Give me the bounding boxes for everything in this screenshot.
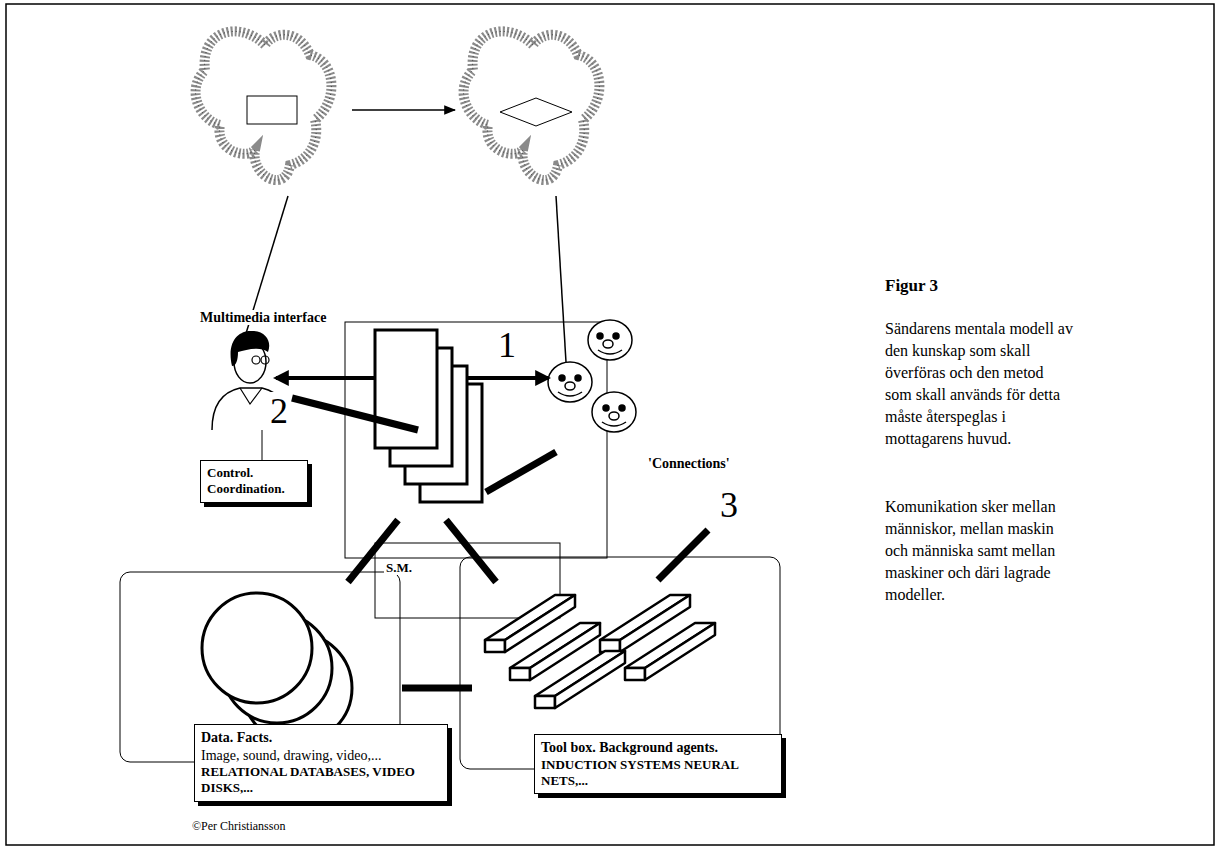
sender-brain [196, 31, 332, 180]
figure-title: Figur 3 [885, 276, 938, 296]
box-text: INDUCTION SYSTEMS NEURAL NETS,... [541, 757, 775, 790]
callout-number: 2 [268, 392, 290, 432]
control-box: Control. Coordination. [200, 460, 308, 503]
box-text: Tool box. Background agents. [541, 739, 775, 757]
interface-label: Multimedia interface [198, 310, 328, 325]
box-text: Image, sound, drawing, video,... [201, 747, 441, 765]
callout-number: 1 [496, 326, 518, 366]
thick-links [292, 398, 708, 688]
callout-number: 3 [718, 486, 740, 526]
box-text: Control. Coordination. [207, 465, 301, 498]
sm-label: S.M. [384, 561, 414, 575]
document-stack [375, 330, 482, 502]
connections-label: 'Connections' [646, 456, 732, 471]
figure-caption: Sändarens mentala modell av den kunskap … [885, 318, 1073, 450]
figure-border [6, 4, 1214, 845]
copyright-note: ©Per Christiansson [190, 820, 287, 833]
group-frames [120, 322, 780, 769]
caption-paragraph: Komunikation sker mellan människor, mell… [885, 496, 1073, 606]
box-text: Data. Facts. [201, 729, 441, 747]
brain-link [556, 196, 566, 362]
transfer-arrow [352, 109, 455, 111]
data-box: Data. Facts.Image, sound, drawing, video… [194, 724, 448, 802]
group-heads [548, 320, 636, 432]
receiver-brain [464, 31, 600, 180]
box-text: RELATIONAL DATABASES, VIDEO DISKS,... [201, 764, 441, 797]
toolbox-box: Tool box. Background agents.INDUCTION SY… [534, 734, 782, 794]
tool-bars [485, 595, 715, 708]
data-disks [202, 593, 352, 743]
